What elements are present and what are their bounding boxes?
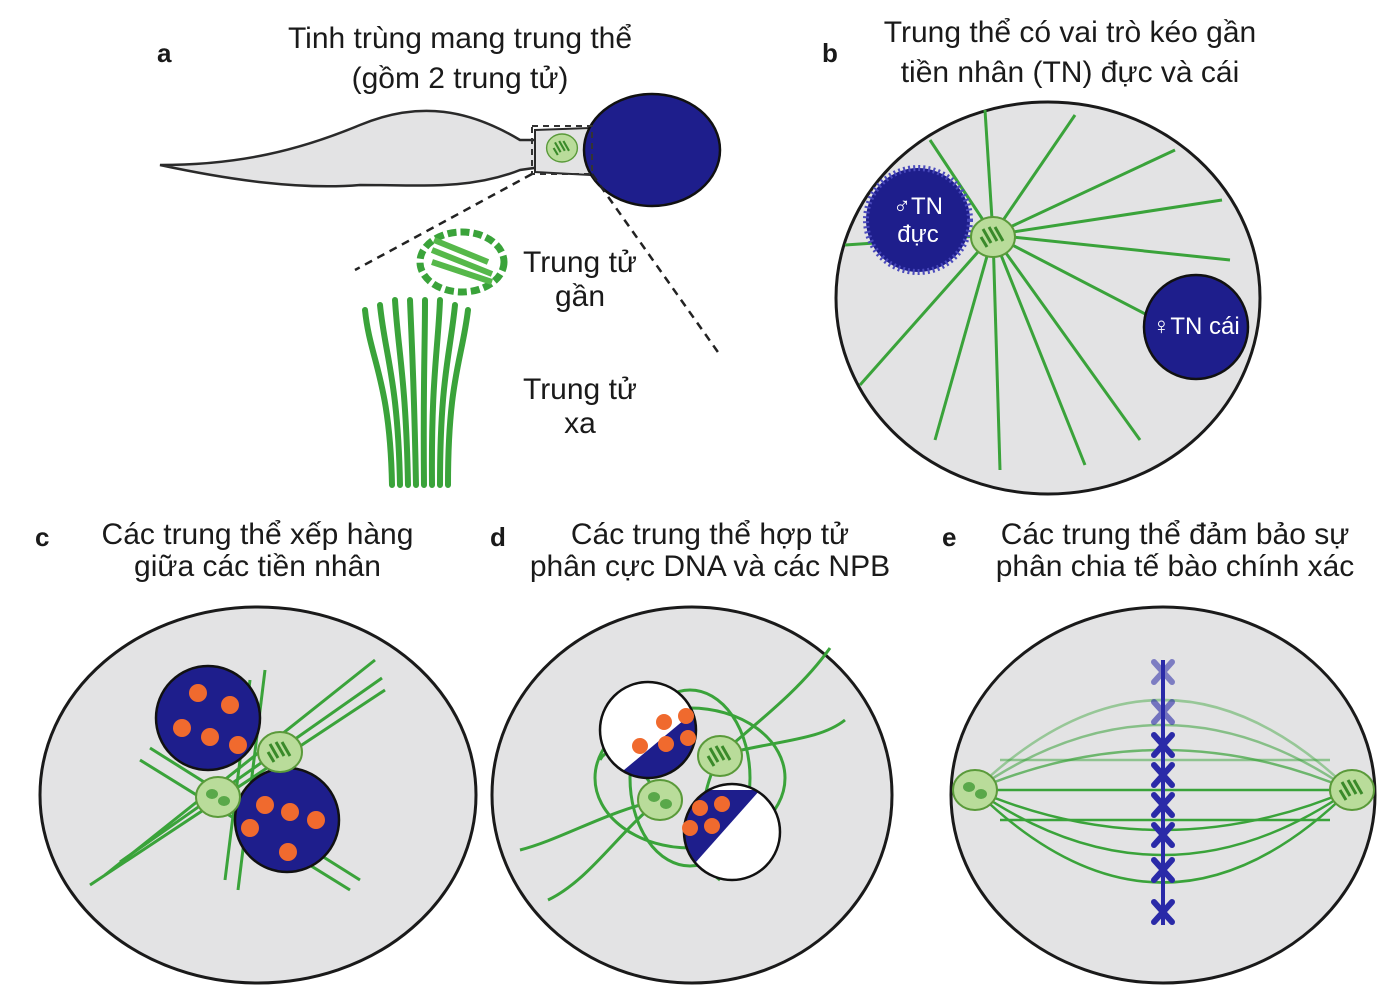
panel-c-title-line1: Các trung thể xếp hàng — [101, 518, 414, 551]
male-pronucleus-label-line1: ♂TN — [893, 193, 943, 220]
panel-letter-e: e — [942, 522, 957, 552]
panel-letter-d: d — [490, 522, 506, 552]
panel-b-title-line2: tiền nhân (TN) đực và cái — [900, 56, 1240, 89]
cell-e — [949, 605, 1377, 985]
cell-b — [834, 100, 1262, 496]
panel-d-title-line2: phân cực DNA và các NPB — [529, 550, 891, 583]
male-pronucleus-label-line2: đực — [897, 221, 939, 248]
cell-c — [38, 605, 478, 985]
proximal-centriole-label-line2: gần — [554, 280, 606, 313]
cell-d — [490, 605, 894, 985]
panel-a-title-line2: (gồm 2 trung tử) — [351, 62, 569, 95]
female-pronucleus-label: ♀TN cái — [1152, 313, 1240, 340]
panel-b-title-line1: Trung thể có vai trò kéo gần — [883, 16, 1257, 49]
distal-centriole-label-line1: Trung tử — [522, 373, 637, 406]
panel-letter-a: a — [157, 38, 172, 68]
panel-a-title-line1: Tinh trùng mang trung thể — [287, 22, 633, 55]
distal-centriole-label-line2: xa — [564, 407, 596, 440]
distal-centriole — [362, 297, 471, 488]
panel-d-title-line1: Các trung thể hợp tử — [570, 518, 850, 551]
proximal-centriole — [416, 228, 508, 296]
panel-e-title-line1: Các trung thể đảm bảo sự — [1000, 518, 1350, 551]
proximal-centriole-label-line1: Trung tử — [522, 246, 637, 279]
panel-e-title-line2: phân chia tế bào chính xác — [995, 550, 1355, 583]
sperm-illustration — [159, 92, 722, 356]
panel-c-title-line2: giữa các tiền nhân — [134, 550, 381, 583]
panel-letter-b: b — [822, 38, 838, 68]
panel-letter-c: c — [35, 522, 50, 552]
